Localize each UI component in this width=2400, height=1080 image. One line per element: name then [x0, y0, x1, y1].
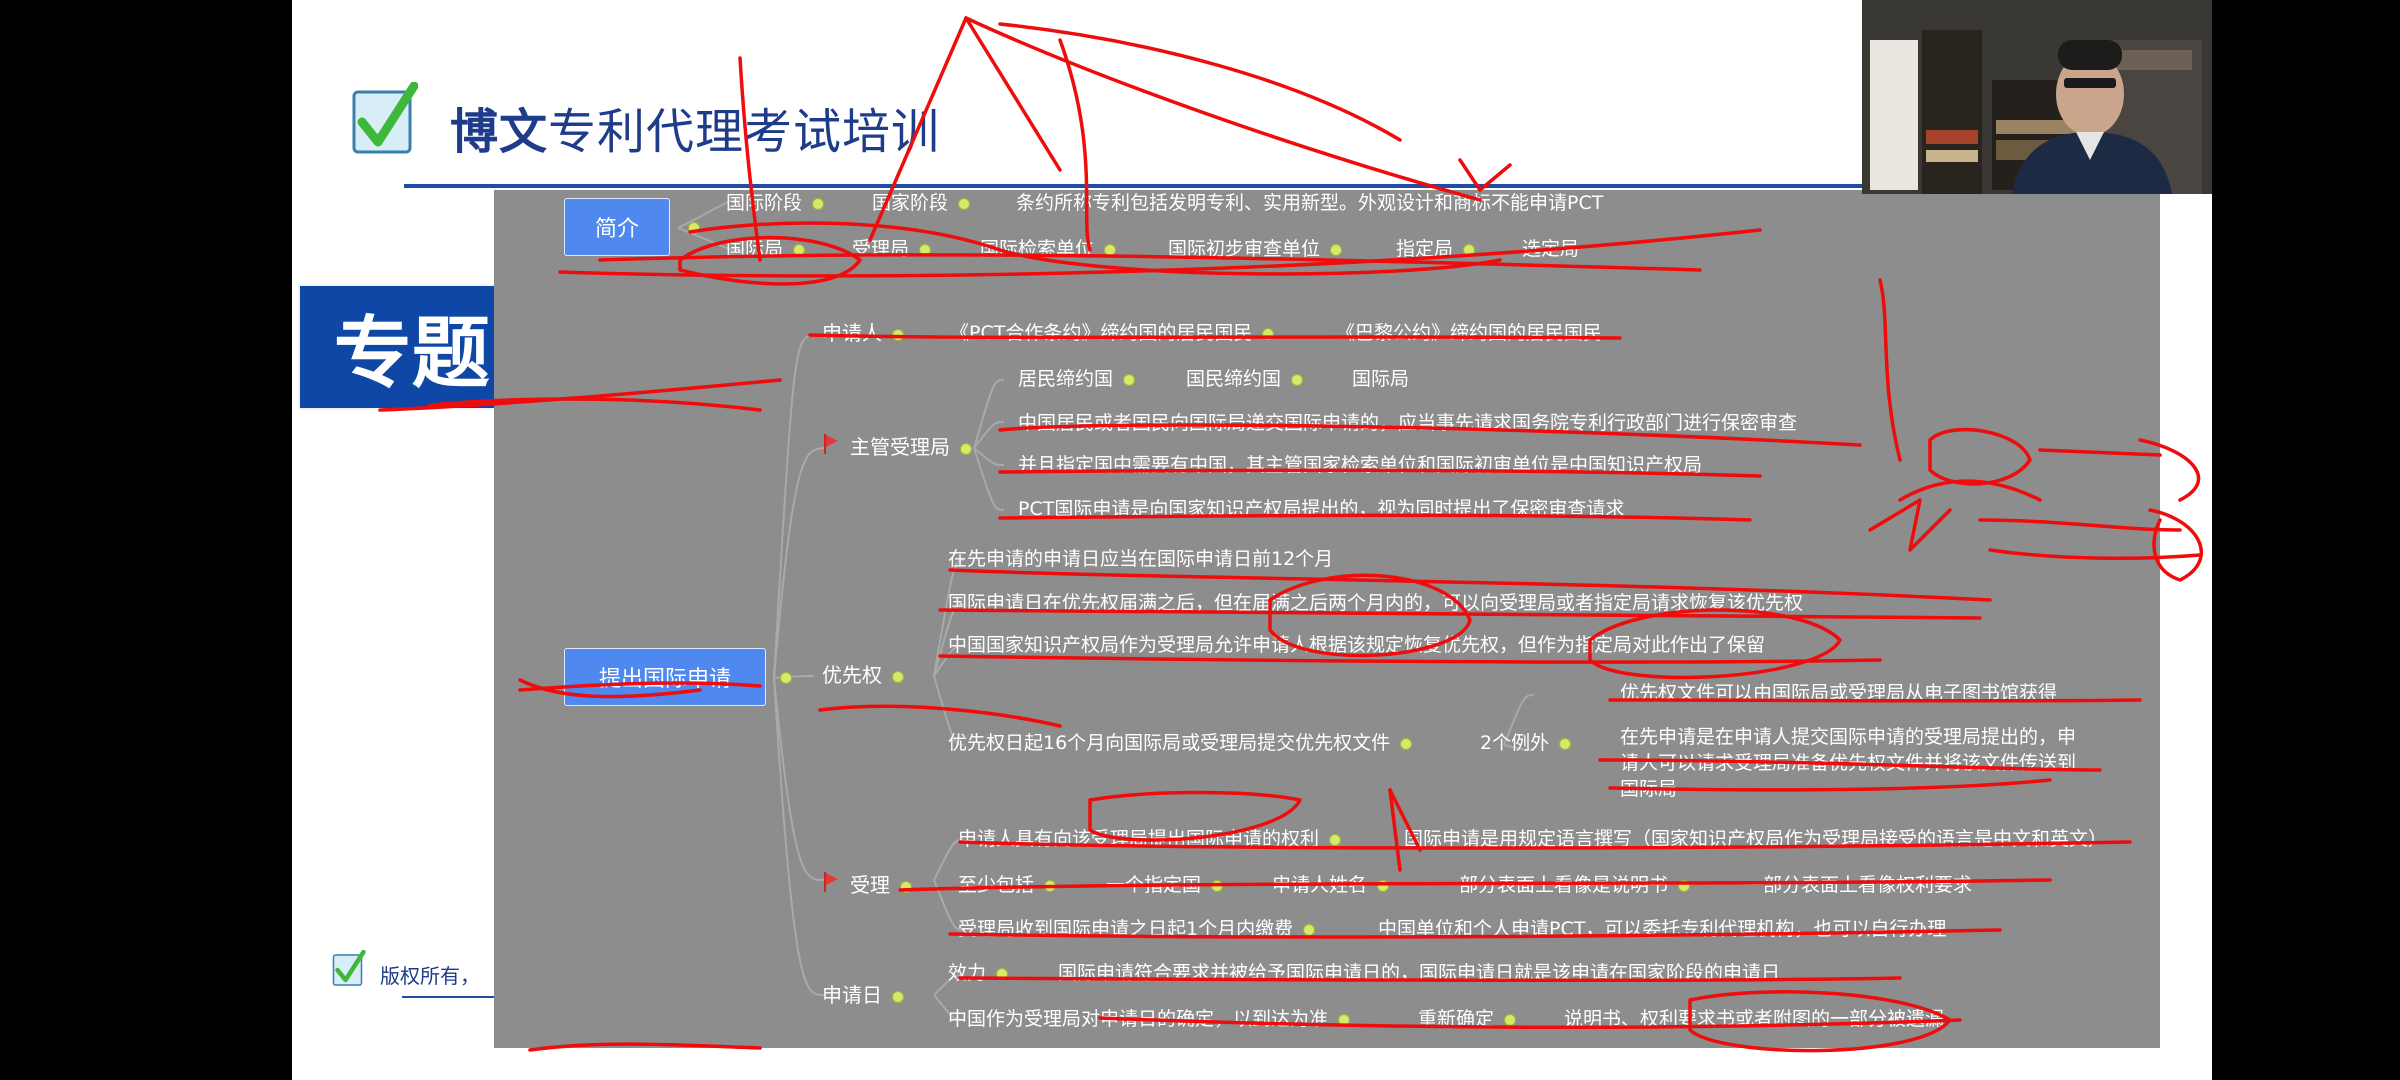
mindmap-node-filing-date[interactable]: 申请日 — [822, 982, 904, 1008]
dot-icon — [1559, 737, 1572, 750]
mindmap-node[interactable]: 至少包括 — [958, 872, 1057, 898]
mindmap-root-intro[interactable]: 简介 — [564, 198, 670, 256]
dot-icon — [960, 442, 972, 455]
dot-icon — [892, 328, 904, 341]
dot-icon — [1123, 373, 1136, 386]
footer-checkmark-icon — [332, 950, 366, 986]
mindmap-node[interactable]: 国际阶段 — [726, 190, 825, 216]
dot-icon — [919, 243, 932, 256]
mindmap-node[interactable]: 受理局收到国际申请之日起1个月内缴费 — [958, 916, 1316, 942]
mindmap-root-international-application[interactable]: 提出国际申请 — [564, 648, 766, 706]
dot-icon — [892, 670, 904, 683]
dot-icon — [678, 214, 700, 240]
dot-icon — [1377, 879, 1390, 892]
mindmap-node[interactable]: 国际申请是用规定语言撰写（国家知识产权局作为受理局接受的语言是中文和英文） — [1404, 828, 2108, 850]
brand-title: 博文专利代理考试培训 — [450, 104, 941, 160]
dot-icon — [996, 967, 1009, 980]
mindmap-node[interactable]: 国家阶段 — [872, 190, 971, 216]
mindmap-node[interactable]: 优先权文件可以由国际局或受理局从电子图书馆获得 — [1620, 682, 2058, 704]
mindmap-node[interactable]: 在先申请是在申请人提交国际申请的受理局提出的，申请人可以请求受理局准备优先权文件… — [1620, 726, 2077, 800]
mindmap-node[interactable]: 国际申请符合要求并被给予国际申请日的，国际申请日就是该申请在国家阶段的申请日 — [1058, 962, 1781, 984]
dot-icon — [1400, 737, 1413, 750]
mindmap-node[interactable]: 受理局 — [852, 236, 932, 262]
mindmap-node-priority[interactable]: 优先权 — [822, 662, 904, 688]
mindmap-node[interactable]: 一部分表面上看像是说明书 — [1440, 872, 1691, 898]
copyright-text: 版权所有， — [380, 964, 480, 988]
mindmap-node[interactable]: PCT国际申请是向国家知识产权局提出的，视为同时提出了保密审查请求 — [1018, 498, 1625, 520]
mindmap-node-exceptions[interactable]: 2个例外 — [1480, 730, 1572, 756]
dot-icon — [1104, 243, 1117, 256]
dot-icon — [770, 664, 792, 690]
dot-icon — [892, 990, 904, 1003]
mindmap-node[interactable]: 在先申请的申请日应当在国际申请日前12个月 — [948, 548, 1334, 570]
dot-icon — [1678, 879, 1691, 892]
mindmap-node[interactable]: 中国作为受理局对申请日的确定，以到达为准 — [948, 1006, 1351, 1032]
dot-icon — [958, 197, 971, 210]
red-flag-icon — [824, 872, 838, 892]
mindmap-node[interactable]: 国际初步审查单位 — [1168, 236, 1343, 262]
mindmap-node[interactable]: 申请人姓名 — [1272, 872, 1390, 898]
dot-icon — [1463, 243, 1476, 256]
mindmap-node[interactable]: 国际局 — [726, 236, 806, 262]
dot-icon — [1338, 1013, 1351, 1026]
dot-icon — [900, 880, 912, 893]
dot-icon — [1262, 327, 1275, 340]
presenter-video-icon — [1862, 0, 2212, 194]
mindmap-node[interactable]: 一部分表面上看像权利要求 — [1744, 874, 1973, 896]
webcam-video-feed — [1862, 0, 2212, 194]
mindmap-node[interactable]: 指定局 — [1396, 236, 1476, 262]
mindmap-node[interactable]: 中国国家知识产权局作为受理局允许申请人根据该规定恢复优先权，但作为指定局对此作出… — [948, 634, 1766, 656]
dot-icon — [1044, 879, 1057, 892]
mindmap-node[interactable]: 国际检索单位 — [980, 236, 1117, 262]
mindmap-node[interactable]: 《PCT合作条约》缔约国的居民国民 — [950, 320, 1275, 346]
mindmap-node[interactable]: 申请人具有向该受理局提出国际申请的权利 — [958, 826, 1342, 852]
dot-icon — [1329, 833, 1342, 846]
mindmap-node[interactable]: 说明书、权利要求书或者附图的一部分被遗漏 — [1564, 1008, 1945, 1030]
mindmap-node[interactable]: 中国居民或者国民向国际局递交国际申请的，应当事先请求国务院专利行政部门进行保密审… — [1018, 412, 1798, 434]
mindmap-node[interactable]: 《巴黎公约》缔约国的居民国民 — [1336, 322, 1603, 344]
mindmap-node[interactable]: 优先权日起16个月向国际局或受理局提交优先权文件 — [948, 730, 1413, 756]
mindmap-node[interactable]: 选定局 — [1522, 238, 1580, 260]
mindmap-node[interactable]: 条约所称专利包括发明专利、实用新型。外观设计和商标不能申请PCT — [1016, 192, 1604, 214]
mindmap-node-competent-office[interactable]: 主管受理局 — [850, 434, 972, 460]
mindmap-node[interactable]: 一个指定国 — [1106, 872, 1224, 898]
dot-icon — [1303, 923, 1316, 936]
mindmap-node[interactable]: 效力 — [948, 960, 1009, 986]
checkmark-logo-icon — [352, 82, 418, 154]
dot-icon — [1504, 1013, 1517, 1026]
dot-icon — [1330, 243, 1343, 256]
mindmap-node[interactable]: 居民缔约国 — [1018, 366, 1136, 392]
mindmap-node[interactable]: 国民缔约国 — [1186, 366, 1304, 392]
mindmap-node[interactable]: 国际申请日在优先权届满之后，但在届满之后两个月内的，可以向受理局或者指定局请求恢… — [948, 592, 1804, 614]
mindmap-canvas: 简介 国际阶段 国家阶段 条约所称专利包括发明专利、实用新型。外观设计和商标不能… — [494, 190, 2160, 1048]
mindmap-node-applicant[interactable]: 申请人 — [822, 320, 904, 346]
mindmap-node-receiving[interactable]: 受理 — [850, 872, 912, 898]
dot-icon — [812, 197, 825, 210]
header-divider — [404, 184, 1984, 188]
dot-icon — [793, 243, 806, 256]
mindmap-node[interactable]: 中国单位和个人申请PCT，可以委托专利代理机构，也可以自行办理 — [1378, 918, 1947, 940]
red-flag-icon — [824, 434, 838, 454]
dot-icon — [1211, 879, 1224, 892]
dot-icon — [1291, 373, 1304, 386]
mindmap-node[interactable]: 重新确定 — [1418, 1006, 1517, 1032]
mindmap-node[interactable]: 并且指定国中需要有中国，其主管国家检索单位和国际初审单位是中国知识产权局 — [1018, 454, 1703, 476]
mindmap-node[interactable]: 国际局 — [1352, 368, 1410, 390]
